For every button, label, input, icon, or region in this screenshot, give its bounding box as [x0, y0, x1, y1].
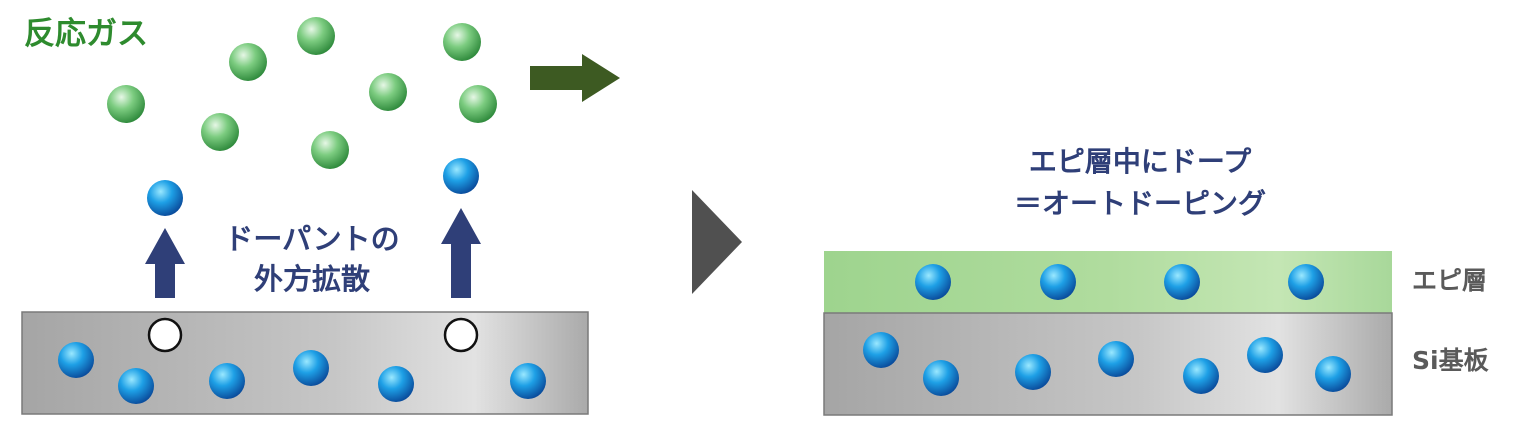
dopant-particle [915, 264, 951, 300]
chevron-right-icon [692, 190, 742, 294]
dopant-particle [510, 363, 546, 399]
substrate-dopants-left [58, 342, 546, 404]
gas-particle [443, 23, 481, 61]
right-arrow-icon [530, 54, 620, 102]
dopant-particle [1098, 341, 1134, 377]
dopant-particle [58, 342, 94, 378]
gas-particle [201, 113, 239, 151]
epi-dopants [915, 264, 1324, 300]
dopant-particle [1040, 264, 1076, 300]
gas-particle [107, 85, 145, 123]
outdiffusion-caption: ドーパントの 外方拡散 [212, 222, 412, 302]
dopant-particle [1247, 337, 1283, 373]
dopant-particle [378, 366, 414, 402]
gas-particle [459, 85, 497, 123]
substrate-dopants-right [863, 332, 1351, 396]
dopant-particle [1288, 264, 1324, 300]
outdiffusion-caption-line: 外方拡散 [253, 262, 370, 296]
autodoping-caption: エピ層中にドープ ＝オートドーピング [930, 145, 1350, 229]
dopant-particle [1315, 356, 1351, 392]
outdiffusing-dopant [443, 158, 479, 194]
reaction-gas-label: 反応ガス [24, 16, 148, 52]
vacancy-circle [147, 317, 183, 353]
up-arrow-icon [441, 208, 481, 298]
dopant-particle [1015, 354, 1051, 390]
vacancy-circle [443, 317, 479, 353]
autodoping-caption-line: エピ層中にドープ [1028, 145, 1252, 178]
gas-particle [369, 73, 407, 111]
gas-particle [311, 131, 349, 169]
dopant-particle [923, 360, 959, 396]
dopant-particle [118, 368, 154, 404]
dopant-particle [1164, 264, 1200, 300]
gas-particle [297, 17, 335, 55]
gas-particles [107, 17, 497, 169]
dopant-particle [209, 363, 245, 399]
epi-layer-label: エピ層 [1412, 266, 1488, 295]
dopant-particle [863, 332, 899, 368]
up-arrow-icon [145, 228, 185, 298]
outdiffusion-caption-line: ドーパントの [224, 222, 400, 256]
gas-particle [229, 43, 267, 81]
dopant-particle [1183, 358, 1219, 394]
dopant-particle [293, 350, 329, 386]
outdiffusing-dopant [147, 180, 183, 216]
si-substrate-label: Si基板 [1412, 346, 1489, 375]
autodoping-caption-line: ＝オートドーピング [1013, 187, 1266, 220]
